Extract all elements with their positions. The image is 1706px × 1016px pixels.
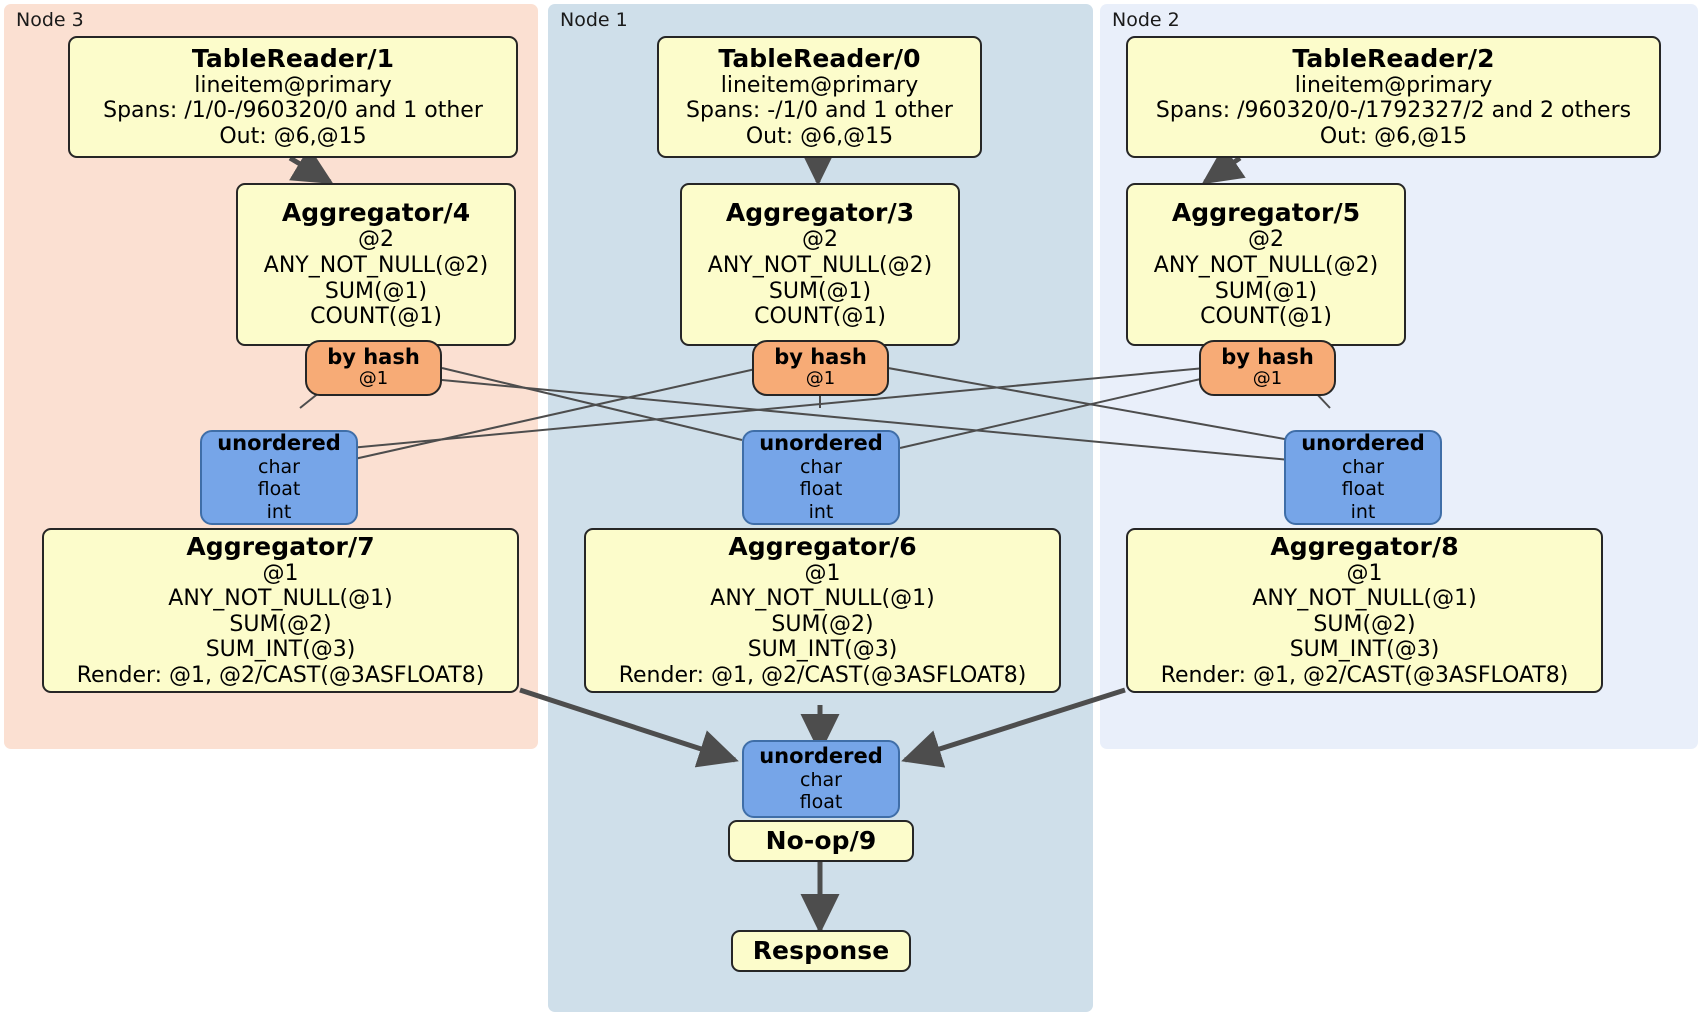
processor-line: Spans: -/1/0 and 1 other (686, 98, 953, 124)
processor-line: ANY_NOT_NULL(@1) (710, 586, 935, 612)
processor-aggregator-7[interactable]: Aggregator/7 @1 ANY_NOT_NULL(@1) SUM(@2)… (42, 528, 519, 693)
processor-line: Spans: /1/0-/960320/0 and 1 other (103, 98, 483, 124)
receiver-unordered-center[interactable]: unordered char float int (742, 430, 900, 525)
receiver-line: int (1350, 501, 1376, 524)
router-by-hash-center[interactable]: by hash @1 (752, 340, 889, 396)
processor-line: @1 (262, 560, 299, 586)
receiver-title: unordered (217, 430, 341, 455)
processor-line: ANY_NOT_NULL(@2) (1153, 252, 1379, 278)
node-panel-label-node3: Node 3 (16, 9, 84, 31)
processor-response[interactable]: Response (731, 930, 911, 972)
processor-line: Render: @1, @2/CAST(@3ASFLOAT8) (618, 662, 1027, 688)
processor-line: SUM_INT(@3) (747, 637, 898, 663)
receiver-line: float (1341, 478, 1385, 501)
receiver-line: float (257, 478, 301, 501)
processor-title: TableReader/0 (718, 43, 921, 73)
processor-aggregator-3[interactable]: Aggregator/3 @2 ANY_NOT_NULL(@2) SUM(@1)… (680, 183, 960, 346)
receiver-line: float (799, 791, 843, 814)
processor-line: @2 (1248, 227, 1284, 253)
processor-title: No-op/9 (765, 826, 877, 856)
processor-line: SUM_INT(@3) (1289, 637, 1440, 663)
processor-line: Render: @1, @2/CAST(@3ASFLOAT8) (1160, 662, 1569, 688)
router-title: by hash (1221, 344, 1314, 369)
processor-aggregator-4[interactable]: Aggregator/4 @2 ANY_NOT_NULL(@2) SUM(@1)… (236, 183, 516, 346)
receiver-title: unordered (1301, 430, 1425, 455)
processor-line: SUM(@2) (229, 611, 332, 637)
processor-line: SUM_INT(@3) (205, 637, 356, 663)
processor-title: TableReader/1 (191, 43, 395, 73)
processor-line: Out: @6,@15 (1319, 123, 1468, 149)
processor-title: Aggregator/3 (725, 198, 915, 228)
receiver-unordered-right[interactable]: unordered char float int (1284, 430, 1442, 525)
receiver-unordered-left[interactable]: unordered char float int (200, 430, 358, 525)
router-by-hash-left[interactable]: by hash @1 (305, 340, 442, 396)
router-line: @1 (805, 368, 836, 390)
processor-line: SUM(@2) (1313, 611, 1416, 637)
processor-tablereader-1[interactable]: TableReader/1 lineitem@primary Spans: /1… (68, 36, 518, 158)
router-title: by hash (327, 344, 420, 369)
processor-line: Out: @6,@15 (745, 123, 894, 149)
processor-aggregator-5[interactable]: Aggregator/5 @2 ANY_NOT_NULL(@2) SUM(@1)… (1126, 183, 1406, 346)
processor-title: Aggregator/6 (728, 531, 917, 561)
router-line: @1 (358, 368, 389, 390)
receiver-line: char (800, 768, 842, 791)
receiver-line: int (266, 501, 292, 524)
processor-tablereader-0[interactable]: TableReader/0 lineitem@primary Spans: -/… (657, 36, 982, 158)
router-title: by hash (774, 344, 867, 369)
processor-title: Aggregator/8 (1270, 531, 1459, 561)
receiver-unordered-final[interactable]: unordered char float (742, 740, 900, 818)
processor-line: lineitem@primary (1294, 72, 1493, 98)
processor-line: @1 (1346, 560, 1383, 586)
processor-line: Render: @1, @2/CAST(@3ASFLOAT8) (76, 662, 485, 688)
processor-tablereader-2[interactable]: TableReader/2 lineitem@primary Spans: /9… (1126, 36, 1661, 158)
processor-line: SUM(@1) (324, 278, 428, 304)
receiver-line: char (800, 455, 842, 478)
receiver-line: char (258, 455, 300, 478)
processor-title: Aggregator/7 (186, 531, 375, 561)
processor-line: @2 (358, 227, 394, 253)
router-by-hash-right[interactable]: by hash @1 (1199, 340, 1336, 396)
processor-line: ANY_NOT_NULL(@2) (707, 252, 933, 278)
node-panel-label-node2: Node 2 (1112, 9, 1180, 31)
processor-line: @2 (802, 227, 838, 253)
processor-line: COUNT(@1) (310, 304, 442, 330)
processor-line: SUM(@1) (768, 278, 872, 304)
receiver-title: unordered (759, 743, 883, 768)
processor-line: lineitem@primary (720, 72, 919, 98)
processor-line: ANY_NOT_NULL(@1) (168, 586, 393, 612)
processor-line: @1 (804, 560, 841, 586)
receiver-line: float (799, 478, 843, 501)
node-panel-label-node1: Node 1 (560, 9, 628, 31)
processor-line: COUNT(@1) (1200, 304, 1332, 330)
receiver-line: int (808, 501, 834, 524)
processor-title: Aggregator/4 (281, 198, 471, 228)
processor-line: SUM(@2) (771, 611, 874, 637)
processor-line: COUNT(@1) (754, 304, 886, 330)
processor-title: Aggregator/5 (1171, 198, 1361, 228)
processor-title: Response (752, 936, 890, 966)
processor-noop-9[interactable]: No-op/9 (728, 820, 914, 862)
processor-aggregator-6[interactable]: Aggregator/6 @1 ANY_NOT_NULL(@1) SUM(@2)… (584, 528, 1061, 693)
processor-line: lineitem@primary (194, 72, 392, 98)
processor-line: Spans: /960320/0-/1792327/2 and 2 others (1155, 98, 1632, 124)
processor-aggregator-8[interactable]: Aggregator/8 @1 ANY_NOT_NULL(@1) SUM(@2)… (1126, 528, 1603, 693)
receiver-line: char (1342, 455, 1384, 478)
processor-line: SUM(@1) (1214, 278, 1318, 304)
processor-line: Out: @6,@15 (219, 123, 367, 149)
processor-line: ANY_NOT_NULL(@2) (263, 252, 489, 278)
processor-line: ANY_NOT_NULL(@1) (1252, 586, 1477, 612)
receiver-title: unordered (759, 430, 883, 455)
router-line: @1 (1252, 368, 1283, 390)
processor-title: TableReader/2 (1292, 43, 1495, 73)
